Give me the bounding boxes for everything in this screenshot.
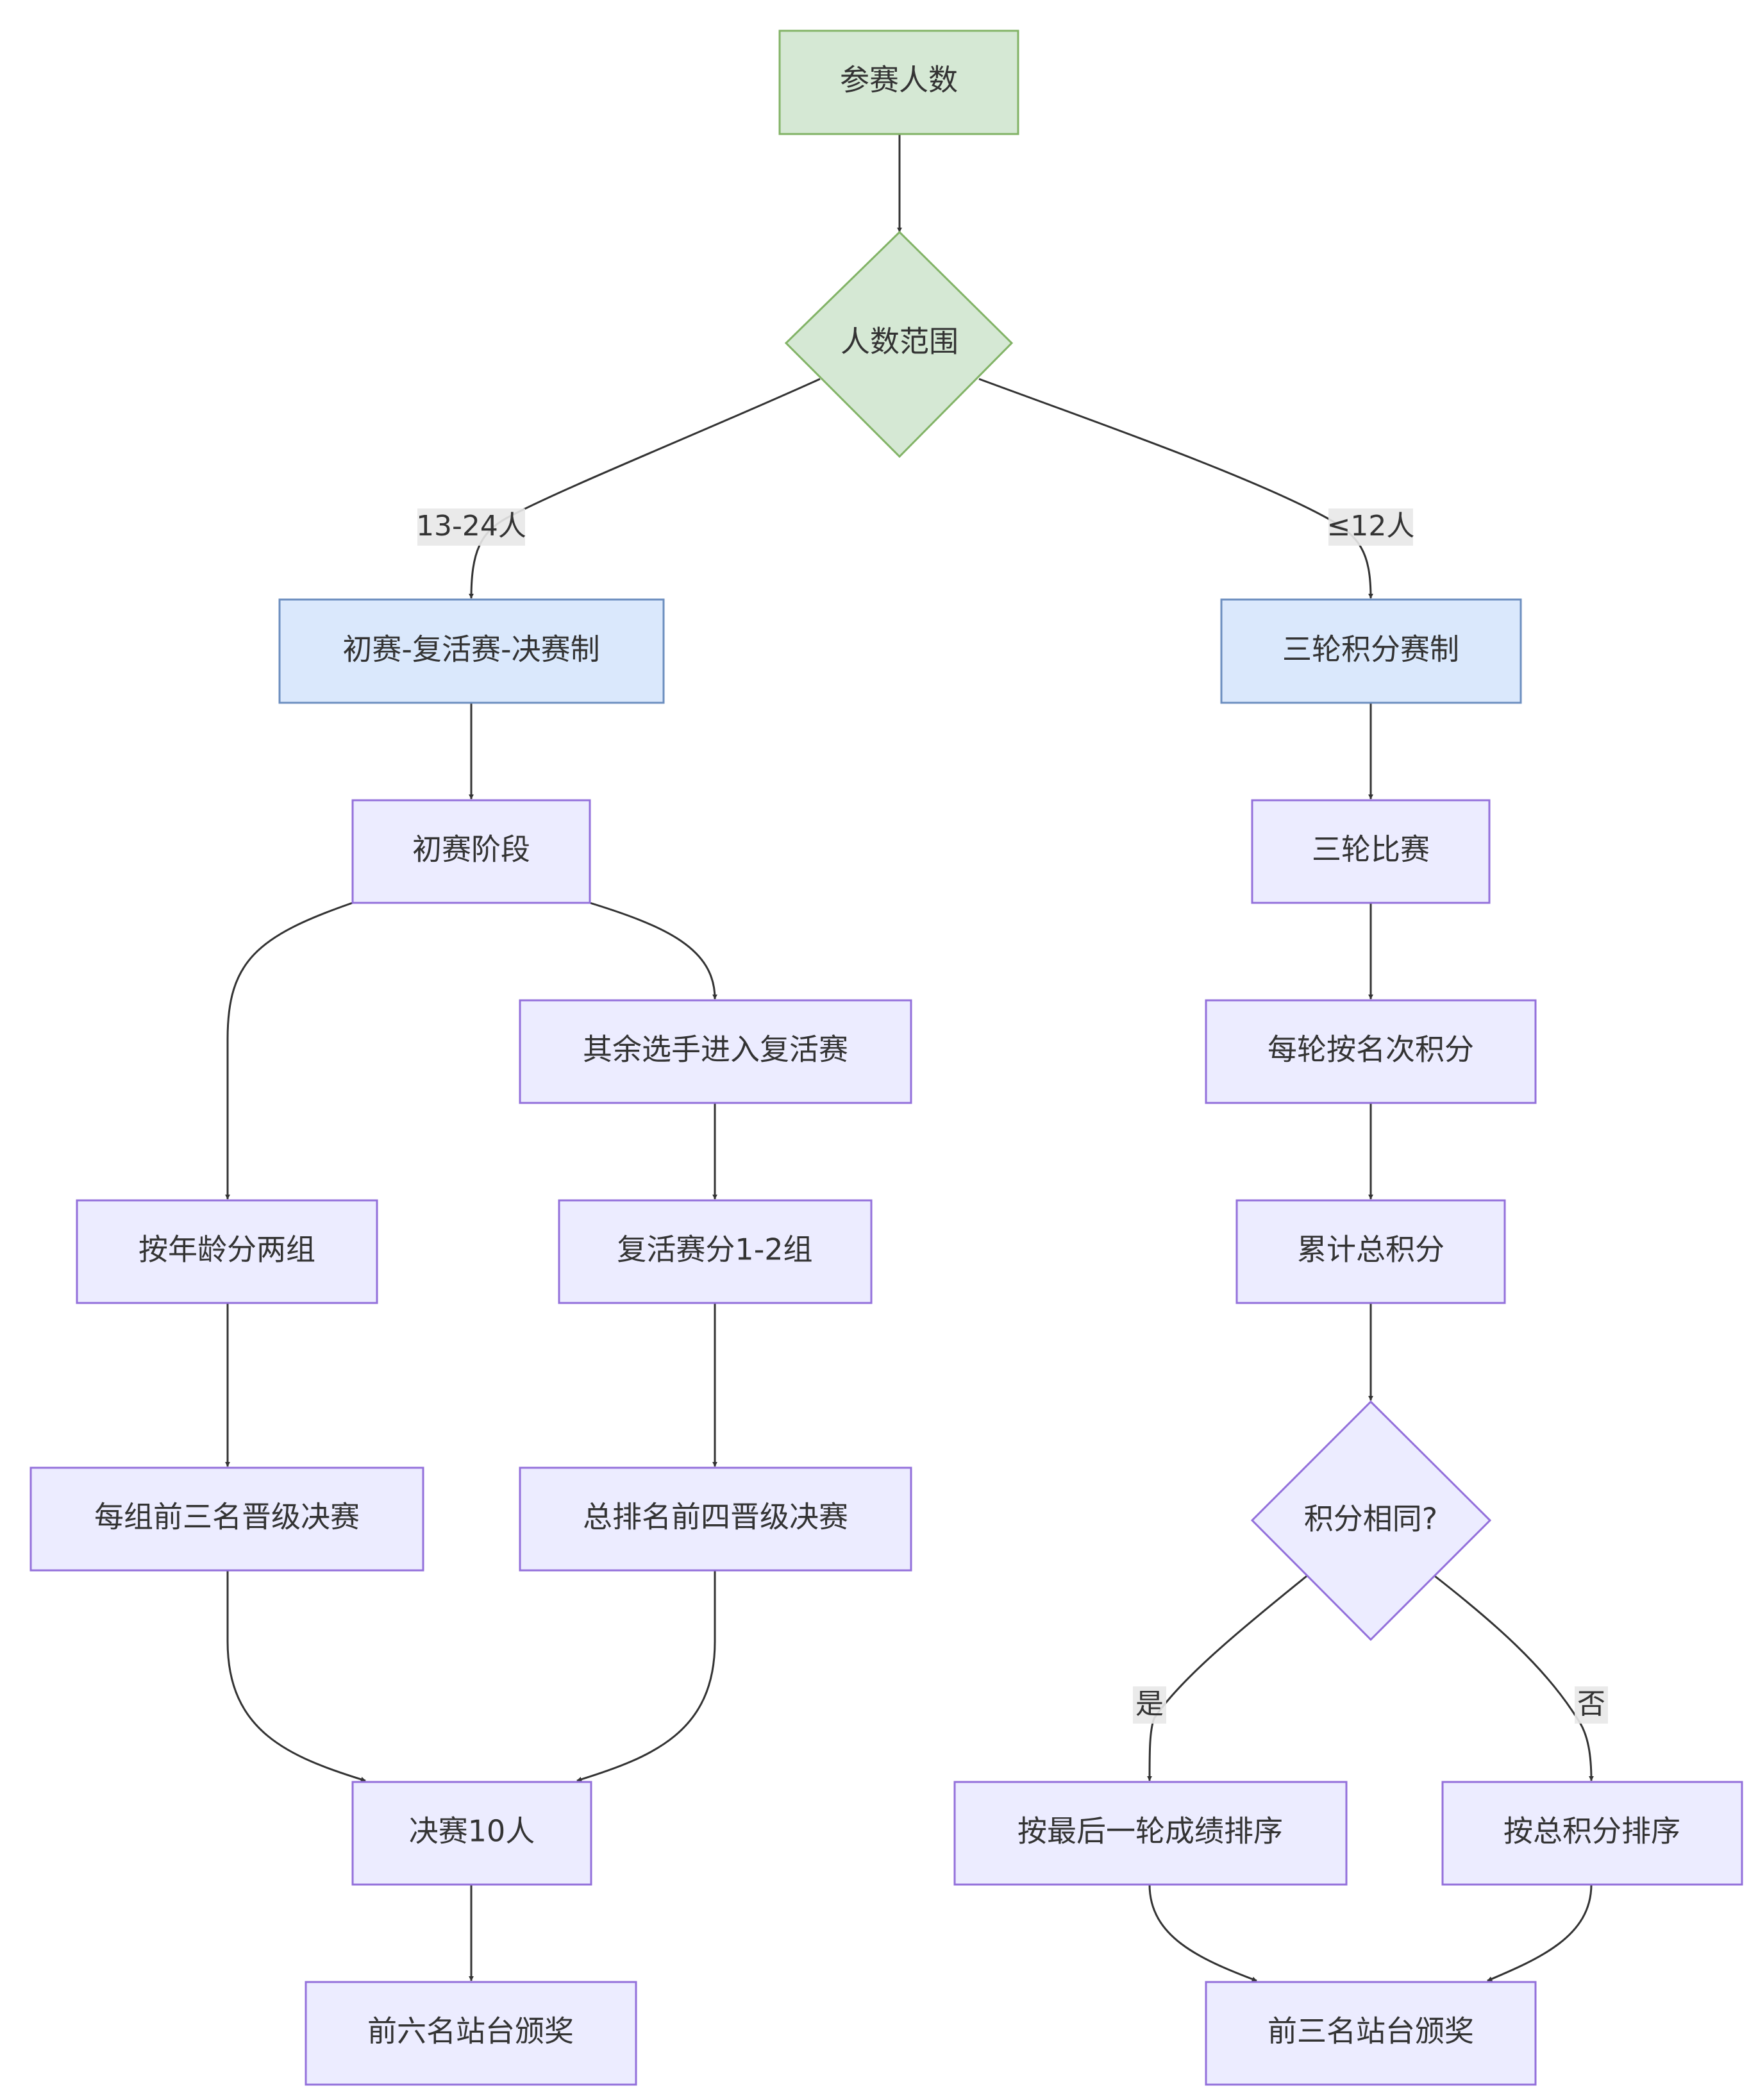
node-range-decision: 人数范围: [784, 230, 1014, 458]
edge-label-bg-yes: [1133, 1686, 1166, 1724]
node-top3-award: 前三名站台颁奖: [1205, 1981, 1537, 2086]
node-sort-total-label: 按总积分排序: [1503, 1814, 1680, 1849]
edge-label-bg-13-24: [417, 508, 525, 546]
node-total-points: 累计总积分: [1235, 1199, 1506, 1304]
node-three-rounds: 三轮比赛: [1251, 799, 1491, 904]
edge-label-bg-no: [1575, 1686, 1608, 1724]
node-repechage-groups-label: 复活赛分1-2组: [617, 1232, 812, 1267]
edge-tie-to-sort-total: [1434, 1575, 1594, 1781]
edge-top4-to-final: [576, 1570, 716, 1782]
edge-sort-last-to-top3-award: [1148, 1884, 1257, 1982]
node-points-per-round: 每轮按名次积分: [1205, 999, 1537, 1104]
node-remaining-to-repechage: 其余选手进入复活赛: [519, 999, 912, 1104]
node-remaining-to-repechage-label: 其余选手进入复活赛: [583, 1032, 848, 1067]
edge-tie-to-sort-last-round: [1147, 1575, 1307, 1781]
edge-label-13-24: 13-24人: [416, 510, 526, 542]
edge-label-no: 否: [1577, 1688, 1605, 1720]
node-final-10: 决赛10人: [351, 1781, 592, 1886]
node-age-groups-label: 按年龄分两组: [138, 1232, 315, 1267]
node-sort-total: 按总积分排序: [1441, 1781, 1743, 1886]
node-points-per-round-label: 每轮按名次积分: [1268, 1032, 1474, 1067]
edge-label-le-12: ≤12人: [1327, 510, 1415, 542]
nodes: 参赛人数 人数范围 初赛-复活赛-决赛制 三轮积分赛制 初赛阶段 三轮比赛: [29, 29, 1743, 2086]
node-sort-last-round: 按最后一轮成绩排序: [953, 1781, 1348, 1886]
edge-range-to-points-format: [978, 378, 1373, 599]
edge-sort-total-to-top3-award: [1487, 1884, 1593, 1982]
node-total-points-label: 累计总积分: [1297, 1232, 1444, 1267]
edge-top3-to-final: [226, 1570, 366, 1782]
node-three-rounds-label: 三轮比赛: [1312, 832, 1430, 867]
node-repechage-groups: 复活赛分1-2组: [558, 1199, 873, 1304]
node-age-groups: 按年龄分两组: [76, 1199, 378, 1304]
node-top4-overall-label: 总排名前四晋级决赛: [583, 1500, 848, 1534]
edge-range-to-prelim-format: [469, 378, 821, 599]
edge-label-yes: 是: [1135, 1688, 1164, 1720]
node-top6-award-label: 前六名站台颁奖: [367, 2014, 574, 2049]
node-range-label: 人数范围: [841, 324, 959, 359]
node-start: 参赛人数: [778, 29, 1019, 135]
node-prelim-format-label: 初赛-复活赛-决赛制: [342, 632, 599, 667]
edge-labels: 13-24人 ≤12人 是 否: [416, 508, 1608, 1724]
node-prelim-stage-label: 初赛阶段: [412, 832, 530, 867]
edges: [225, 134, 1594, 1982]
node-top3-award-label: 前三名站台颁奖: [1268, 2014, 1474, 2049]
node-top3-per-group: 每组前三名晋级决赛: [29, 1466, 424, 1572]
edge-label-bg-le-12: [1328, 508, 1413, 546]
node-final-10-label: 决赛10人: [409, 1814, 535, 1849]
node-top6-award: 前六名站台颁奖: [305, 1981, 637, 2086]
node-top4-overall: 总排名前四晋级决赛: [519, 1466, 912, 1572]
node-tie-check-decision: 积分相同?: [1250, 1400, 1492, 1642]
node-prelim-format: 初赛-复活赛-决赛制: [278, 598, 665, 704]
node-prelim-stage: 初赛阶段: [351, 799, 591, 904]
edge-stage-to-age-groups: [225, 902, 353, 1200]
edge-stage-to-repechage: [589, 902, 717, 1000]
node-points-format: 三轮积分赛制: [1220, 598, 1522, 704]
node-tie-check-label: 积分相同?: [1304, 1502, 1437, 1536]
node-sort-last-round-label: 按最后一轮成绩排序: [1017, 1814, 1283, 1849]
node-start-label: 参赛人数: [840, 63, 958, 97]
node-points-format-label: 三轮积分赛制: [1282, 632, 1459, 667]
node-top3-per-group-label: 每组前三名晋级决赛: [94, 1500, 360, 1534]
